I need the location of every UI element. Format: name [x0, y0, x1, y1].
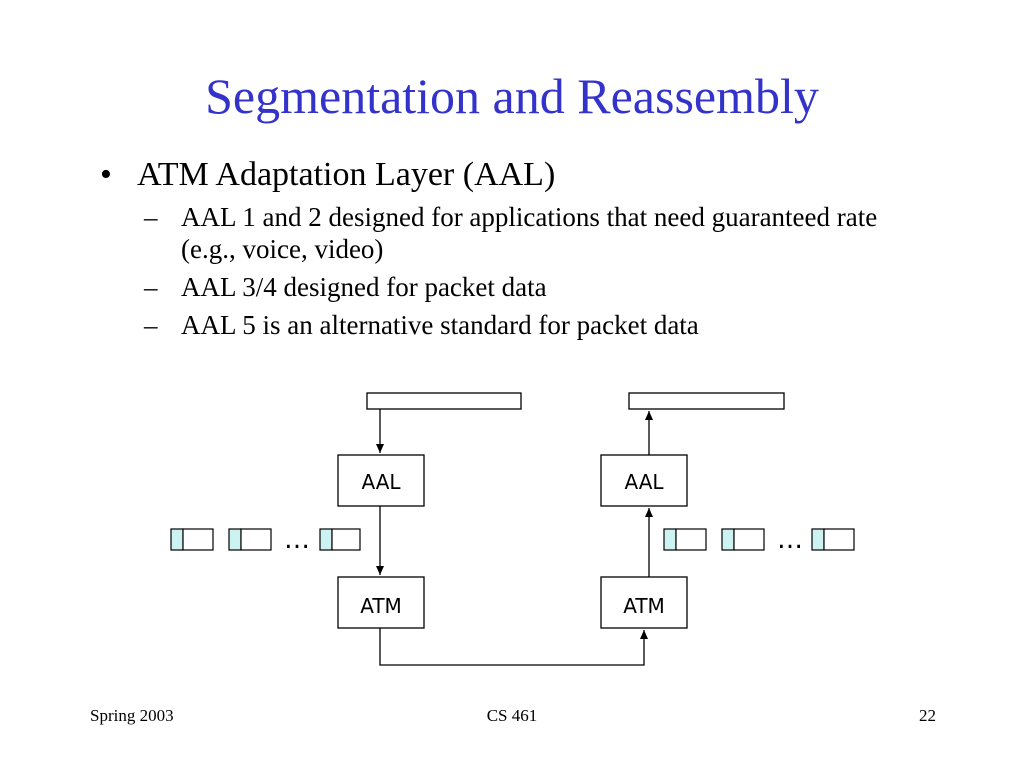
cell-stream-left: …	[170, 525, 361, 555]
cell-header	[319, 528, 333, 551]
atm-box-right	[600, 576, 688, 629]
footer-page-number: 22	[919, 706, 936, 725]
sub-bullet-text: AAL 3/4 designed for packet data	[181, 272, 547, 302]
bullet-text: ATM Adaptation Layer (AAL)	[137, 156, 556, 193]
bullet-item: • ATM Adaptation Layer (AAL)	[100, 155, 900, 195]
sub-bullet-item: – AAL 3/4 designed for packet data	[100, 271, 900, 303]
cell-header	[170, 528, 184, 551]
atm-label-left: ATM	[360, 594, 402, 618]
cell-header	[663, 528, 677, 551]
ellipsis-left: …	[284, 525, 310, 555]
sub-bullet-item: – AAL 5 is an alternative standard for p…	[100, 309, 900, 341]
aal-box-left	[337, 454, 425, 507]
ellipsis-right: …	[777, 525, 803, 555]
cell-payload	[823, 528, 855, 551]
sub-bullet-list: – AAL 1 and 2 designed for applications …	[100, 201, 900, 341]
packet-box-right	[628, 392, 785, 410]
cell-header	[228, 528, 242, 551]
cell-payload	[733, 528, 765, 551]
footer-date: Spring 2003	[90, 706, 174, 725]
cell-payload	[331, 528, 361, 551]
packet-box-left	[366, 392, 522, 410]
arrow-atm-link	[379, 628, 648, 666]
slide-title: Segmentation and Reassembly	[205, 68, 819, 124]
cell-stream-right: …	[663, 525, 855, 555]
cell-header	[811, 528, 825, 551]
sub-bullet-text: AAL 5 is an alternative standard for pac…	[181, 310, 699, 340]
bullet-list: • ATM Adaptation Layer (AAL) – AAL 1 and…	[100, 155, 900, 347]
aal-label-right: AAL	[624, 470, 664, 494]
sub-bullet-text: AAL 1 and 2 designed for applications th…	[181, 202, 878, 264]
atm-label-right: ATM	[623, 594, 665, 618]
cell-payload	[240, 528, 272, 551]
sub-bullet-marker: –	[144, 272, 158, 302]
atm-box-left	[337, 576, 425, 629]
sub-bullet-item: – AAL 1 and 2 designed for applications …	[100, 201, 900, 265]
sub-bullet-marker: –	[144, 310, 158, 340]
sub-bullet-marker: –	[144, 202, 158, 232]
bullet-marker: •	[100, 156, 112, 193]
footer-course: CS 461	[486, 706, 538, 725]
aal-label-left: AAL	[361, 470, 401, 494]
cell-header	[721, 528, 735, 551]
aal-box-right	[600, 454, 688, 507]
cell-payload	[182, 528, 214, 551]
cell-payload	[675, 528, 707, 551]
